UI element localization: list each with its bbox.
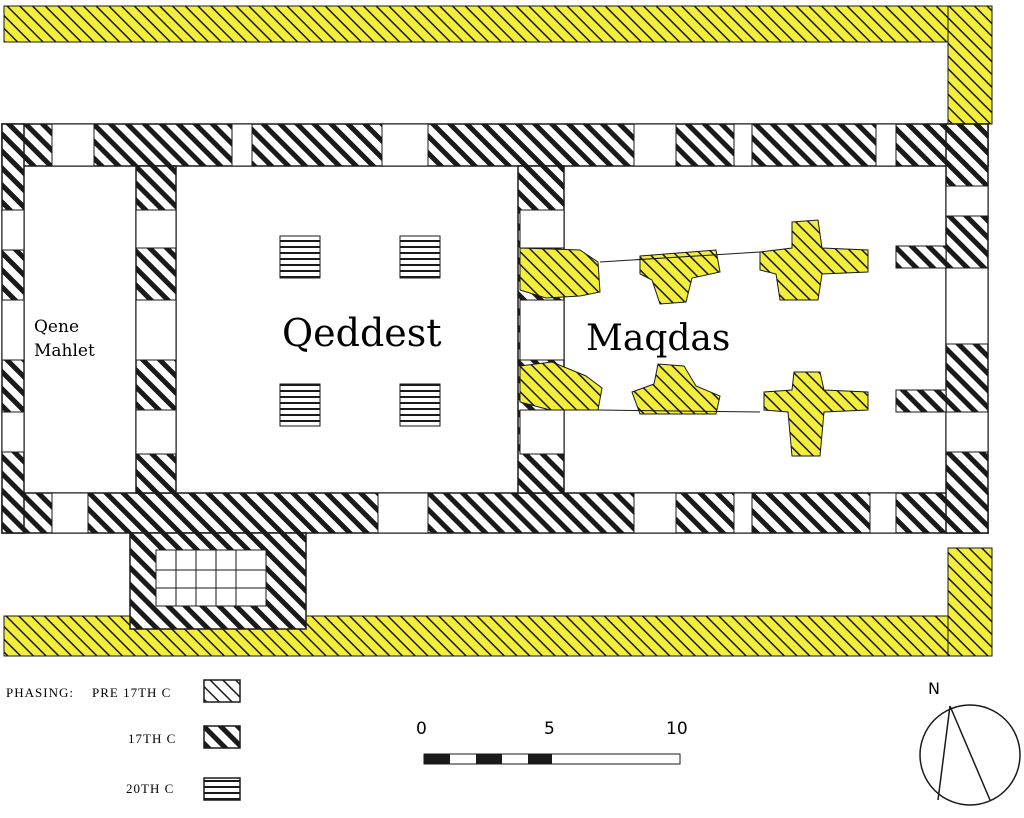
room-label-qeddest: Qeddest [282, 311, 442, 355]
phasing-legend: PHASING: PRE 17TH C 17TH C 20TH C [6, 679, 241, 801]
legend-swatch-20 [203, 777, 241, 801]
room-label-qene-mahlet-2: Mahlet [34, 341, 95, 361]
legend-swatch-pre17 [203, 679, 241, 703]
entrance-annex [129, 532, 307, 630]
scale-bar: 0 5 10 [416, 719, 688, 765]
north-label: N [928, 679, 940, 698]
north-circle [919, 704, 1021, 806]
room-label-maqdas: Maqdas [586, 318, 730, 359]
scale-tick-0: 0 [416, 719, 427, 739]
legend-label-20: 20TH C [126, 781, 174, 796]
legend-heading: PHASING: [6, 685, 74, 700]
legend-label-pre17: PRE 17TH C [92, 685, 171, 700]
room-label-qene-mahlet-1: Qene [34, 317, 79, 337]
compound-wall [3, 5, 993, 657]
church-walls [1, 123, 989, 534]
scale-tick-10: 10 [666, 719, 688, 739]
maqdas-piers [519, 219, 869, 457]
legend-label-17: 17TH C [128, 731, 176, 746]
qeddest-piers [279, 235, 441, 427]
scale-tick-5: 5 [544, 719, 555, 739]
north-arrow: N [919, 679, 1021, 806]
legend-swatch-17 [203, 725, 241, 749]
